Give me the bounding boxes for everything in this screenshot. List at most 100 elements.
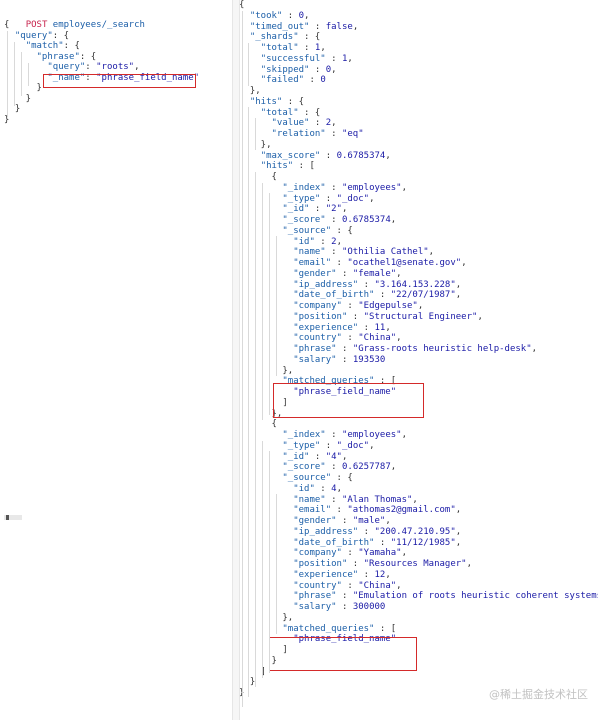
indent-guide	[21, 52, 22, 96]
response-code-line: "took" : 0,	[249, 10, 310, 21]
response-code-line: "email" : "athomas2@gmail.com",	[293, 505, 462, 516]
response-code-line: "failed" : 0	[260, 75, 326, 86]
request-editor-pane[interactable]: POST employees/_search { "query": { "mat…	[0, 0, 232, 720]
matched-queries-highlight-2	[269, 637, 417, 671]
request-code-line: {	[4, 20, 10, 30]
request-code-line: "query": "roots",	[47, 62, 140, 72]
pane-divider[interactable]	[232, 0, 240, 720]
indent-guide	[28, 63, 29, 86]
response-code-line: {	[239, 172, 277, 182]
response-code-line: "gender" : "male",	[293, 516, 391, 526]
response-code-line: "relation" : "eq"	[271, 129, 364, 139]
response-code-line: "name" : "Othilia Cathel",	[293, 247, 435, 258]
response-viewer-pane: { "took" : 0, "timed_out" : false, "_sha…	[239, 0, 598, 720]
response-code-line: "successful" : 1,	[260, 53, 353, 64]
response-code-line: "salary" : 193530	[293, 354, 386, 365]
response-code-line: "phrase_field_name"	[293, 387, 397, 397]
response-code-line: "phrase" : "Grass-roots heuristic help-d…	[293, 344, 538, 354]
request-code-line: }	[4, 114, 10, 125]
response-code-line: "_type" : "_doc",	[282, 193, 375, 204]
response-code-line: "_index" : "employees",	[282, 182, 408, 193]
response-code-line: "_id" : "2",	[282, 204, 348, 215]
response-code-line: "max_score" : 0.6785374,	[260, 150, 391, 161]
response-code-line: "date_of_birth" : "11/12/1985",	[293, 537, 462, 548]
response-code-line: "timed_out" : false,	[249, 21, 359, 32]
response-code-line: "hits" : {	[249, 96, 305, 107]
pane-resize-handle[interactable]	[4, 515, 22, 520]
request-endpoint: employees/_search	[52, 20, 145, 30]
response-code-line: "experience" : 12,	[293, 569, 391, 580]
indent-guide	[255, 118, 256, 150]
response-code-line: "date_of_birth" : "22/07/1987",	[293, 290, 462, 301]
request-code-line: "phrase": {	[36, 51, 97, 62]
request-code-line: }	[4, 93, 32, 104]
response-code-line: "name" : "Alan Thomas",	[293, 494, 418, 505]
response-code-line: "phrase" : "Emulation of roots heuristic…	[293, 591, 598, 602]
indent-guide	[242, 11, 243, 707]
response-code-line: "value" : 2,	[271, 118, 337, 129]
indent-guide	[248, 107, 249, 697]
response-code-line: "_type" : "_doc",	[282, 440, 375, 451]
response-code-line: "matched_queries" : [	[282, 376, 397, 387]
indent-guide	[7, 31, 8, 117]
request-line[interactable]: POST employees/_search	[4, 9, 145, 30]
request-code-line: "_name": "phrase_field_name"	[47, 72, 200, 83]
matched-queries-highlight-1	[273, 383, 424, 418]
response-code-line: {	[239, 419, 277, 430]
response-code-line: "hits" : [	[260, 161, 315, 172]
response-code-line: {	[239, 0, 245, 10]
request-code-line: "match": {	[25, 41, 80, 51]
response-code-line: "id" : 4,	[293, 483, 342, 494]
response-code-line: }	[239, 688, 244, 699]
response-code-line: "company" : "Yamaha",	[293, 548, 408, 559]
response-code-line: },	[239, 86, 261, 96]
indent-guide	[276, 494, 277, 634]
response-code-line: "position" : "Resources Manager",	[293, 559, 473, 569]
request-code-line: "query": {	[14, 30, 70, 41]
response-code-line: "company" : "Edgepulse",	[293, 301, 424, 311]
indent-guide	[276, 236, 277, 376]
response-code-line: "ip_address" : "200.47.210.95",	[293, 526, 462, 537]
response-code-line: ]	[239, 666, 267, 677]
watermark: @稀土掘金技术社区	[489, 688, 588, 701]
response-code-line: }	[239, 655, 277, 666]
response-code-line: },	[239, 612, 294, 623]
indent-guide	[255, 172, 256, 687]
response-code-line: "_id" : "4",	[282, 451, 348, 462]
response-code-line: "_source" : {	[282, 473, 353, 483]
response-code-line: "experience" : 11,	[293, 322, 391, 333]
indent-guide	[248, 43, 249, 86]
request-code-line: }	[4, 83, 42, 93]
indent-guide	[269, 193, 270, 415]
response-code-line: "_source" : {	[282, 225, 353, 236]
response-code-line: "ip_address" : "3.164.153.228",	[293, 279, 462, 290]
response-code-line: "email" : "ocathel1@senate.gov",	[293, 258, 467, 268]
response-code-line: "country" : "China",	[293, 580, 402, 591]
response-code-line: "total" : {	[260, 107, 321, 118]
name-param-highlight	[43, 74, 196, 88]
indent-guide	[14, 42, 15, 106]
response-code-line: "gender" : "female",	[293, 268, 402, 279]
response-code-line: "matched_queries" : [	[282, 623, 397, 634]
response-code-line: "total" : 1,	[260, 43, 326, 53]
request-code-line: }	[4, 104, 21, 114]
http-method: POST	[25, 20, 48, 30]
response-code-line: }	[249, 677, 256, 688]
response-code-line: "_shards" : {	[249, 32, 321, 43]
response-code-line: "_index" : "employees",	[282, 430, 408, 440]
response-code-line: "id" : 2,	[293, 236, 342, 247]
response-code-line: },	[239, 365, 294, 376]
response-code-line: "skipped" : 0,	[260, 64, 337, 75]
response-code-line: "position" : "Structural Engineer",	[293, 311, 483, 322]
response-code-line: "phrase_field_name"	[293, 634, 397, 645]
response-code-line: "country" : "China",	[293, 333, 402, 344]
response-code-line: ]	[239, 397, 288, 408]
response-code-line: },	[260, 139, 272, 150]
indent-guide	[262, 183, 263, 420]
response-code-line: ]	[239, 645, 288, 655]
indent-guide	[269, 451, 270, 673]
response-code-line: "_score" : 0.6257787,	[282, 462, 397, 473]
response-code-line: },	[239, 408, 283, 419]
response-code-line: "_score" : 0.6785374,	[282, 215, 397, 225]
indent-guide	[262, 441, 263, 678]
